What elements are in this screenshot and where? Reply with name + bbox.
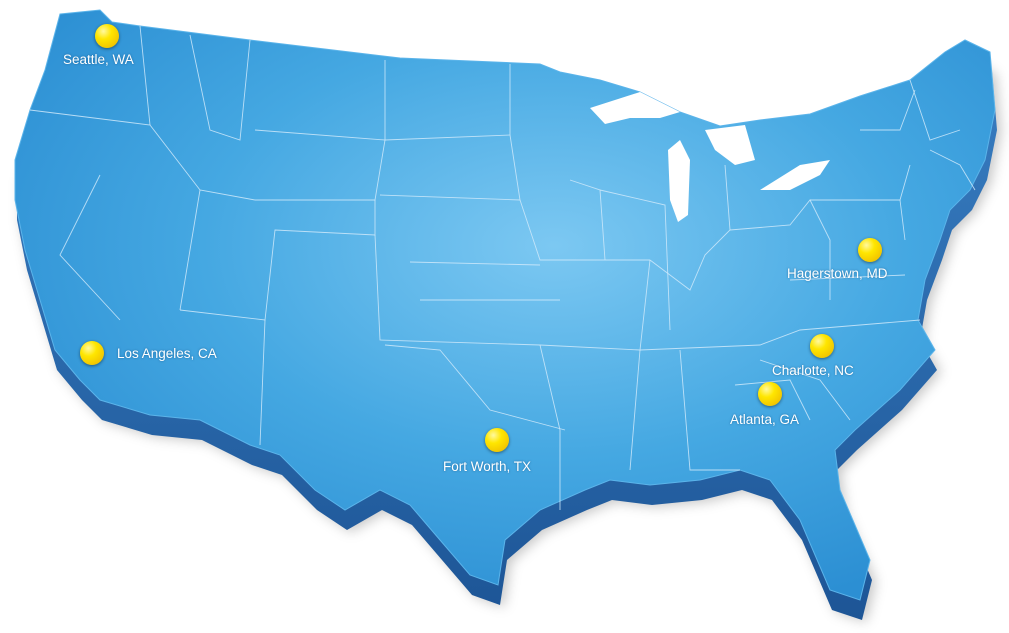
location-dot-icon[interactable] xyxy=(80,341,104,365)
lake-huron xyxy=(705,125,755,165)
location-dot-icon[interactable] xyxy=(95,24,119,48)
lake-erie xyxy=(760,160,830,190)
state-borders xyxy=(29,25,976,510)
map-land xyxy=(14,9,996,601)
lake-michigan xyxy=(668,140,690,222)
location-dot-icon[interactable] xyxy=(758,382,782,406)
location-label-los-angeles: Los Angeles, CA xyxy=(117,346,217,361)
lake-superior xyxy=(590,92,680,124)
location-label-fort-worth: Fort Worth, TX xyxy=(443,459,532,474)
location-label-atlanta: Atlanta, GA xyxy=(730,412,800,427)
location-dot-icon[interactable] xyxy=(858,238,882,262)
location-label-hagerstown: Hagerstown, MD xyxy=(787,266,888,281)
location-dot-icon[interactable] xyxy=(485,428,509,452)
location-label-seattle: Seattle, WA xyxy=(63,52,134,67)
location-label-charlotte: Charlotte, NC xyxy=(772,363,854,378)
location-dot-icon[interactable] xyxy=(810,334,834,358)
